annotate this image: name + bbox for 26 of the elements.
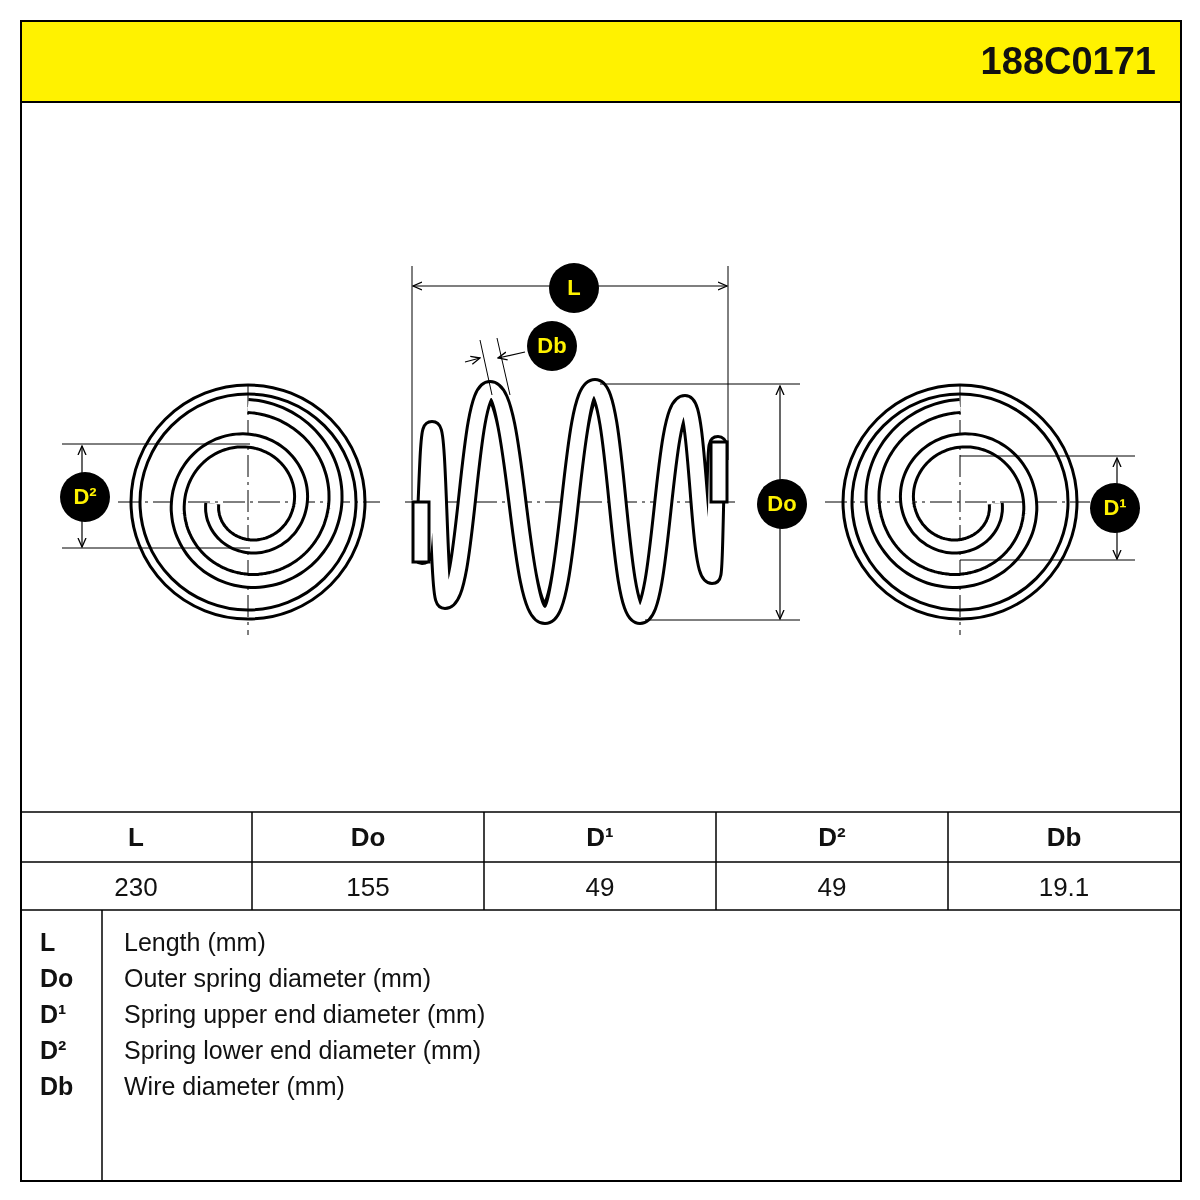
callout-label: D¹ bbox=[1090, 483, 1140, 533]
table-value: 49 bbox=[585, 871, 615, 903]
symbol-label: Db bbox=[40, 1072, 74, 1101]
symbol-description: Wire diameter (mm) bbox=[124, 1072, 345, 1101]
symbol-description: Spring lower end diameter (mm) bbox=[124, 1036, 482, 1065]
column-header: Do bbox=[350, 821, 386, 853]
symbol-description: Length (mm) bbox=[124, 928, 266, 957]
column-header: D¹ bbox=[586, 821, 614, 853]
callout-label: D² bbox=[60, 472, 110, 522]
symbol-label: D² bbox=[40, 1036, 67, 1065]
table-value: 49 bbox=[817, 871, 847, 903]
symbol-description: Outer spring diameter (mm) bbox=[124, 964, 432, 993]
callout-label: Db bbox=[527, 321, 577, 371]
column-header: D² bbox=[818, 821, 846, 853]
column-header: Db bbox=[1046, 821, 1082, 853]
callout-label: Do bbox=[757, 479, 807, 529]
symbol-description: Spring upper end diameter (mm) bbox=[124, 1000, 486, 1029]
symbol-label: L bbox=[40, 928, 56, 957]
part-number: 188C0171 bbox=[980, 40, 1156, 83]
callout-label: L bbox=[549, 263, 599, 313]
table-value: 230 bbox=[114, 871, 158, 903]
symbol-label: Do bbox=[40, 964, 74, 993]
table-value: 19.1 bbox=[1038, 871, 1090, 903]
table-value: 155 bbox=[346, 871, 390, 903]
symbol-label: D¹ bbox=[40, 1000, 67, 1029]
column-header: L bbox=[128, 821, 144, 853]
